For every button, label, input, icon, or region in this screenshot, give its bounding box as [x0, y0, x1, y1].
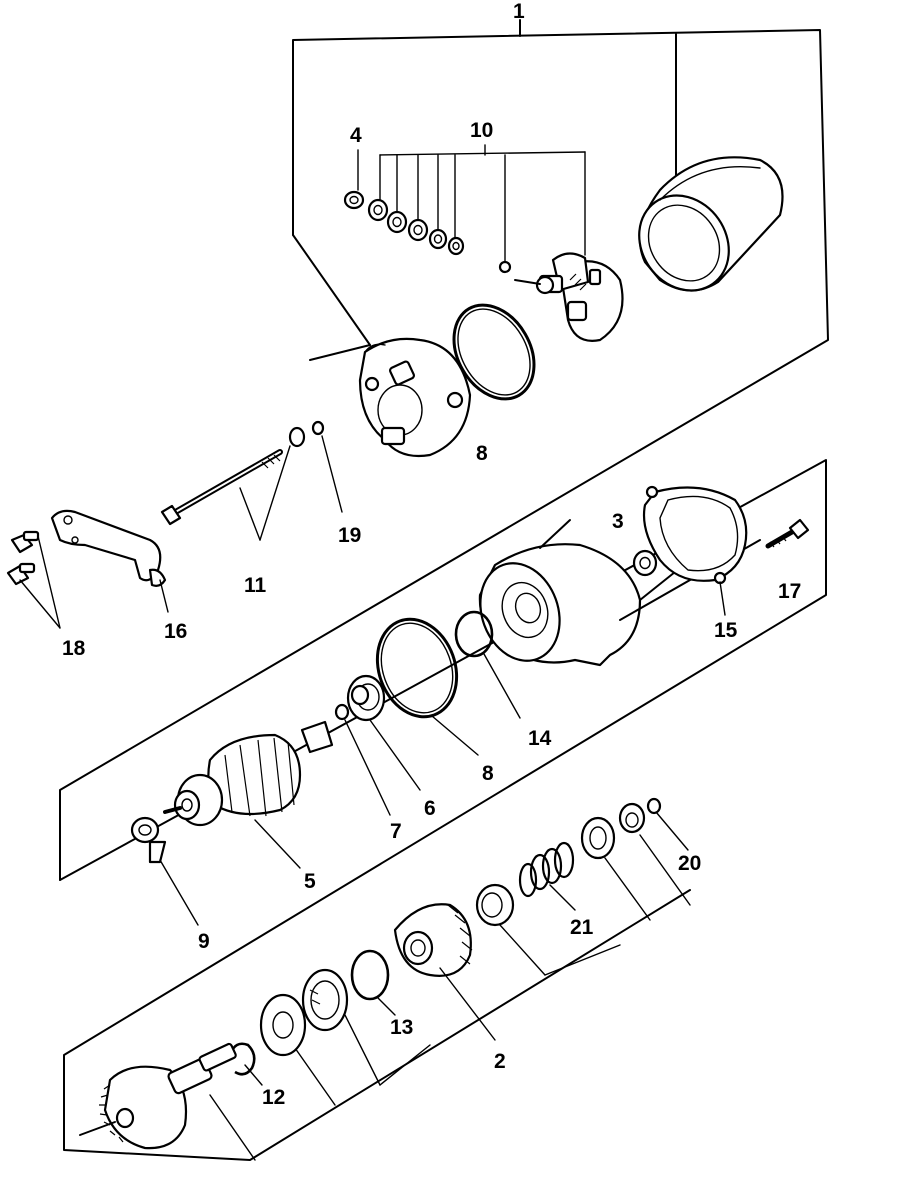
o-ring-item-19 — [311, 420, 343, 513]
bolts-item-18 — [6, 530, 61, 629]
callout-8-lower: 8 — [482, 762, 494, 785]
callout-8-upper: 8 — [476, 442, 488, 465]
snap-ring-item-13 — [350, 949, 396, 1016]
o-ring-lower-item-8 — [375, 617, 479, 756]
nut-item-4 — [343, 190, 365, 210]
mounting-bracket-item-16 — [50, 509, 169, 613]
callout-6: 6 — [424, 797, 436, 820]
o-ring-item-14 — [454, 610, 521, 719]
armature-item-5 — [163, 720, 334, 869]
callout-21: 21 — [570, 916, 594, 939]
bushing-item-9 — [130, 816, 199, 926]
washer-set-item-10 — [367, 198, 512, 274]
brush-holder-plate — [514, 252, 624, 342]
assembly-brackets — [59, 19, 829, 1161]
callout-3: 3 — [612, 510, 624, 533]
callout-10: 10 — [470, 119, 493, 142]
leader-lines-item-10 — [357, 144, 586, 263]
spring-item-21 — [518, 841, 576, 911]
callout-15: 15 — [714, 619, 738, 642]
stopper-collar — [580, 816, 616, 860]
callout-4: 4 — [350, 124, 362, 147]
washer-item-3 — [632, 549, 658, 577]
rear-end-cover — [358, 337, 472, 458]
callout-16: 16 — [164, 620, 187, 643]
through-bolt-item-11 — [160, 426, 306, 541]
retaining-ring-plate — [301, 968, 349, 1032]
callout-17: 17 — [778, 580, 801, 603]
gasket-item-15 — [642, 485, 748, 616]
gear-shaft-assembly — [79, 1042, 237, 1150]
callout-20: 20 — [678, 852, 701, 875]
callout-13: 13 — [390, 1016, 413, 1039]
nut-item-20 — [618, 797, 689, 851]
callout-18: 18 — [62, 637, 86, 660]
circlip-item-12 — [228, 1042, 256, 1076]
callout-1: 1 — [513, 0, 525, 23]
callout-19: 19 — [338, 524, 361, 547]
yoke-housing — [638, 156, 784, 292]
callout-7: 7 — [390, 820, 402, 843]
callout-12: 12 — [262, 1086, 285, 1109]
leader-lines-lower — [209, 834, 691, 1161]
callout-14: 14 — [528, 727, 552, 750]
bolt-item-17 — [765, 518, 810, 549]
thrust-washer-plate — [259, 993, 307, 1057]
bearing-item-6 — [346, 674, 421, 791]
callout-labels: 1 4 10 8 19 11 16 18 3 17 15 14 8 6 7 5 … — [62, 0, 801, 1109]
callout-9: 9 — [198, 930, 210, 953]
ring-item-7 — [334, 703, 391, 816]
callout-2: 2 — [494, 1050, 506, 1073]
collar-part — [475, 883, 515, 927]
drive-end-housing — [478, 519, 761, 667]
callout-5: 5 — [304, 870, 316, 893]
callout-11: 11 — [244, 574, 267, 597]
pinion-clutch-item-2 — [393, 903, 496, 1041]
